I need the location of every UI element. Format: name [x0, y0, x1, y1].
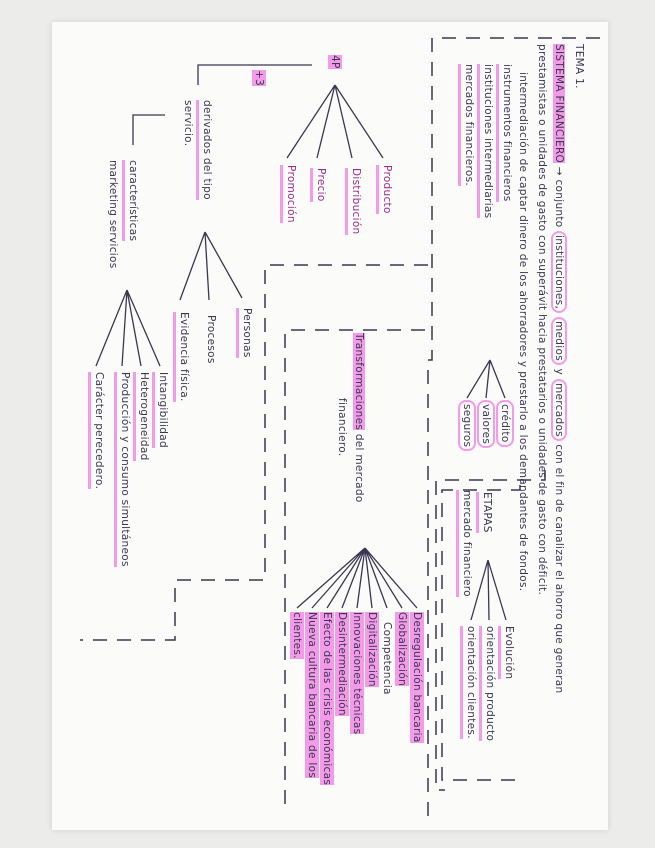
transformations-title-highlight: Transformaciones — [353, 333, 365, 431]
component-item: instrumentos financieros — [496, 64, 514, 202]
characteristic-item: Heterogeneidad — [133, 372, 151, 461]
stage-item: orientación clientes. — [460, 626, 478, 739]
four-p-item: Precio — [310, 168, 328, 202]
component-item: instituciones intermediarias — [477, 64, 495, 219]
four-p-item: Distribución — [345, 168, 363, 235]
transformations-title: Transformaciones del mercado — [352, 333, 366, 503]
stage-item: orientación producto — [479, 626, 497, 742]
transformation-item: Desregulación bancaria — [410, 612, 424, 743]
derived-line-2: servicio. — [182, 100, 194, 147]
transformation-item: Efecto de las crisis económicas — [320, 612, 334, 786]
product-item: crédito — [496, 400, 514, 447]
characteristics-line-1: características — [122, 160, 140, 242]
characteristic-item: Intangibilidad — [152, 372, 170, 448]
transformation-item: Digitalización — [365, 612, 379, 687]
derived-line-1: derivados del tipo — [196, 100, 214, 200]
transformation-item: Competencia — [381, 622, 393, 695]
derived-item: Procesos — [205, 315, 217, 364]
stages-label-2: mercado financiero — [456, 490, 474, 597]
derived-item: Personas — [236, 308, 254, 358]
keyword-medios: medios — [551, 316, 567, 365]
product-item: seguros — [458, 400, 476, 452]
term-sistema-financiero: SISTEMA FINANCIERO — [553, 44, 565, 164]
transformation-item: clientes. — [290, 612, 304, 659]
keyword-instituciones: instituciones, — [551, 231, 567, 314]
stage-item: Evolución — [498, 626, 516, 680]
transformations-title-line2: financiero. — [336, 398, 348, 457]
definition-text: con el fin de canalizar el ahorro que ge… — [553, 444, 565, 694]
definition-line-2: prestamistas o unidades de gasto con sup… — [536, 44, 548, 596]
transformation-item: Globalización — [395, 612, 409, 687]
transformation-item: Nueva cultura bancaria de los — [305, 612, 319, 779]
characteristics-line-2: marketing servicios — [107, 160, 119, 269]
derived-item: Evidencia física. — [173, 312, 191, 402]
keyword-mercados: mercados — [551, 378, 567, 441]
product-item: valores — [477, 400, 495, 449]
four-p-label: 4P — [328, 55, 342, 69]
definition-line-1: SISTEMA FINANCIERO → conjunto institucio… — [551, 44, 567, 694]
characteristic-item: Producción y consumo simultáneos — [114, 372, 132, 567]
plus-three-badge: +3 — [252, 70, 266, 87]
transformation-item: Desintermediación — [335, 612, 349, 716]
definition-text: → conjunto — [553, 166, 565, 228]
dashed-borders — [80, 37, 600, 820]
arrows — [95, 64, 507, 621]
definition-line-3: intermediación de captar dinero de los a… — [517, 72, 529, 592]
transformation-item: Innovaciones técnicas — [350, 612, 364, 735]
component-item: mercados financieros. — [458, 64, 476, 187]
four-p-item: Promoción — [280, 165, 298, 223]
page-title: TEMA 1. — [573, 44, 585, 89]
characteristic-item: Carácter perecedero. — [88, 372, 106, 490]
transformations-title-rest: del mercado — [353, 433, 365, 503]
stages-label: ETAPAS — [476, 492, 494, 533]
four-p-item: Producto — [376, 165, 394, 214]
definition-text: y — [553, 368, 565, 376]
